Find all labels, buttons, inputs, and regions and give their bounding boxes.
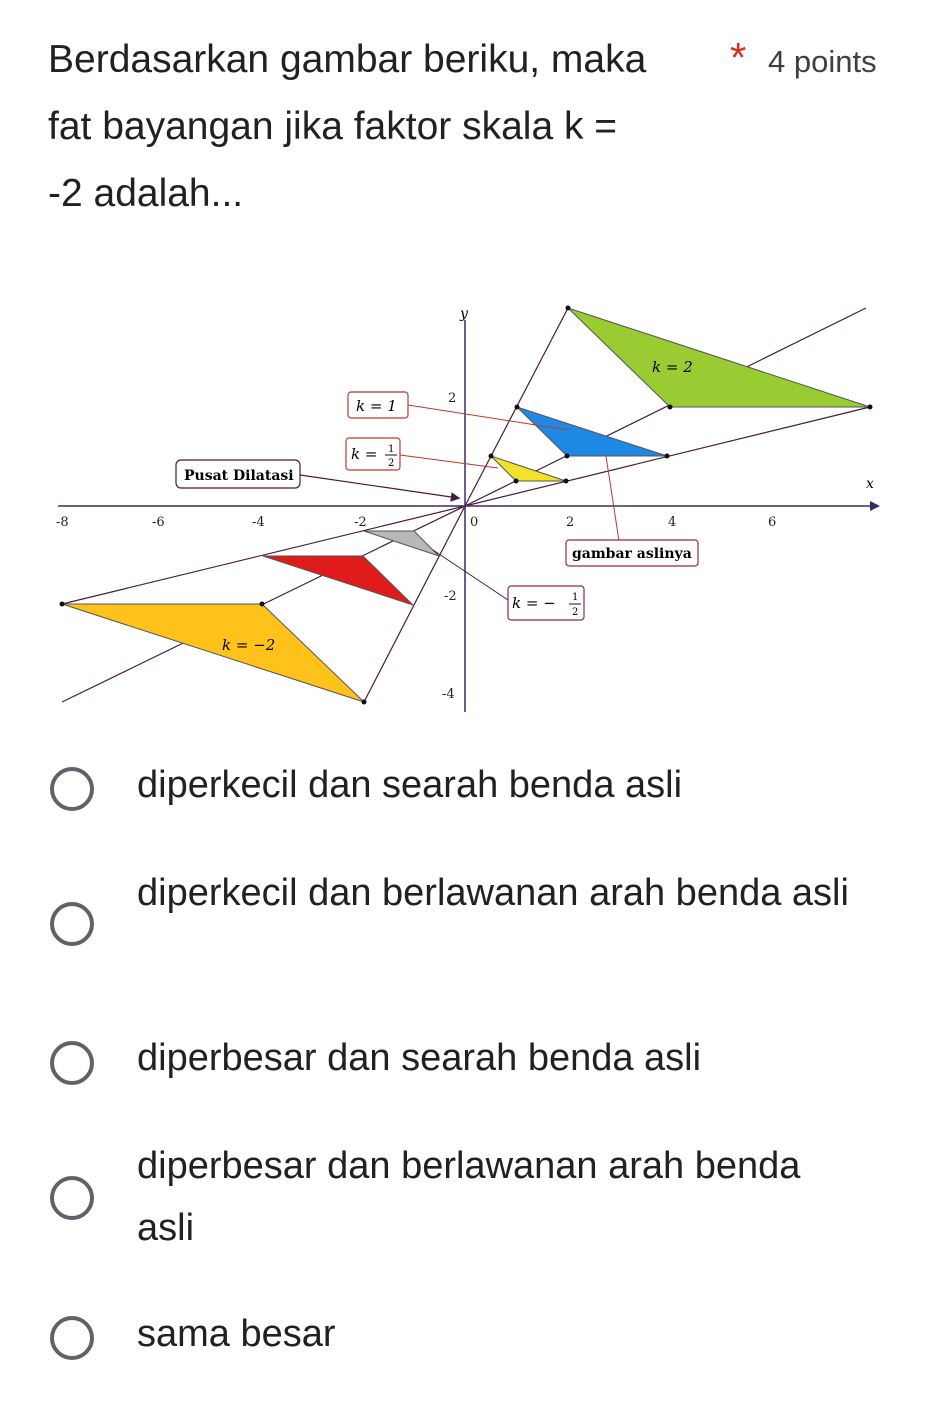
option-label: diperbesar dan berlawanan arah benda asl… (137, 1145, 801, 1249)
option-label: diperkecil dan berlawanan arah benda asl… (137, 872, 849, 914)
vertex-dots (59, 305, 873, 705)
triangle-k-half (490, 455, 567, 482)
label-k-1: k = 1 (347, 391, 569, 431)
required-asterisk: * (730, 34, 747, 81)
axes: x y (58, 306, 880, 712)
option-2[interactable]: diperkecil dan berlawanan arah benda asl… (0, 862, 936, 992)
y-axis-label: y (459, 306, 469, 322)
label-k-neg-2: k = −2 (222, 636, 275, 654)
label-k-half-text: k = (351, 445, 377, 463)
triangle-k-2 (567, 307, 871, 408)
label-gambar-aslinya-text: gambar aslinya (572, 546, 692, 562)
label-k-neg-half: k = − 1 2 (432, 549, 585, 621)
question-line-1: Berdasarkan gambar beriku, maka (48, 38, 647, 81)
label-gambar-aslinya: gambar aslinya (565, 455, 699, 567)
option-label: diperbesar dan searah benda asli (137, 1037, 702, 1079)
option-4[interactable]: diperbesar dan berlawanan arah benda asl… (0, 1138, 936, 1268)
x-tick-label: 4 (668, 515, 676, 530)
x-axis-label: x (866, 476, 874, 492)
x-tick-label: 6 (768, 515, 776, 530)
label-k-2-text: k = 2 (652, 358, 693, 376)
x-tick-label: 0 (470, 515, 478, 530)
triangle-k-neg-2 (61, 603, 365, 703)
x-tick-label: -4 (252, 515, 265, 530)
y-tick-label: -2 (444, 589, 457, 604)
x-axis-arrow-icon (870, 501, 880, 511)
label-pusat-dilatasi-text: Pusat Dilatasi (184, 468, 294, 484)
points-label: 4 points (768, 44, 877, 79)
dilation-figure: x y -8 -6 -4 -2 0 2 4 6 2 -2 -4 (48, 290, 880, 720)
x-tick-label: 2 (566, 515, 574, 530)
radio-button[interactable] (50, 1176, 94, 1220)
option-3[interactable]: diperbesar dan searah benda asli (0, 1030, 936, 1100)
x-tick-label: -8 (56, 515, 69, 530)
radio-button[interactable] (50, 1041, 94, 1085)
x-tick-label: -6 (152, 515, 165, 530)
option-label: diperkecil dan searah benda asli (137, 764, 683, 806)
radio-button[interactable] (50, 767, 94, 811)
question-text: Berdasarkan gambar beriku, maka fat baya… (48, 26, 768, 227)
y-tick-label: 2 (448, 391, 456, 406)
dilation-diagram: x y -8 -6 -4 -2 0 2 4 6 2 -2 -4 (56, 305, 880, 712)
label-k-half-num: 1 (388, 444, 394, 455)
label-k-neg-half-den: 2 (572, 607, 578, 618)
label-k-neg-2-text: k = −2 (222, 636, 275, 654)
option-1[interactable]: diperkecil dan searah benda asli (0, 752, 936, 822)
label-k-half-den: 2 (388, 458, 394, 469)
label-k-neg-half-num: 1 (572, 592, 578, 603)
triangle-k-1 (516, 406, 668, 457)
label-pusat-dilatasi: Pusat Dilatasi (175, 459, 461, 502)
question-line-2: fat bayangan jika faktor skala k = (48, 105, 618, 148)
y-tick-labels: 2 -2 -4 (442, 391, 457, 702)
radio-button[interactable] (50, 902, 94, 946)
question-line-3: -2 adalah... (48, 172, 244, 215)
triangle-k-neg-1 (262, 555, 414, 606)
radio-button[interactable] (50, 1316, 94, 1360)
option-label: sama besar (137, 1313, 336, 1355)
triangle-k-neg-half (363, 530, 440, 557)
x-tick-label: -2 (354, 515, 367, 530)
label-k-half: k = 1 2 (345, 437, 499, 471)
x-tick-labels: -8 -6 -4 -2 0 2 4 6 (56, 515, 776, 530)
option-5[interactable]: sama besar (0, 1304, 936, 1374)
label-k-2: k = 2 (652, 358, 693, 376)
y-tick-label: -4 (442, 687, 455, 702)
label-k-1-text: k = 1 (356, 397, 397, 415)
label-k-neg-half-text: k = − (512, 594, 556, 612)
